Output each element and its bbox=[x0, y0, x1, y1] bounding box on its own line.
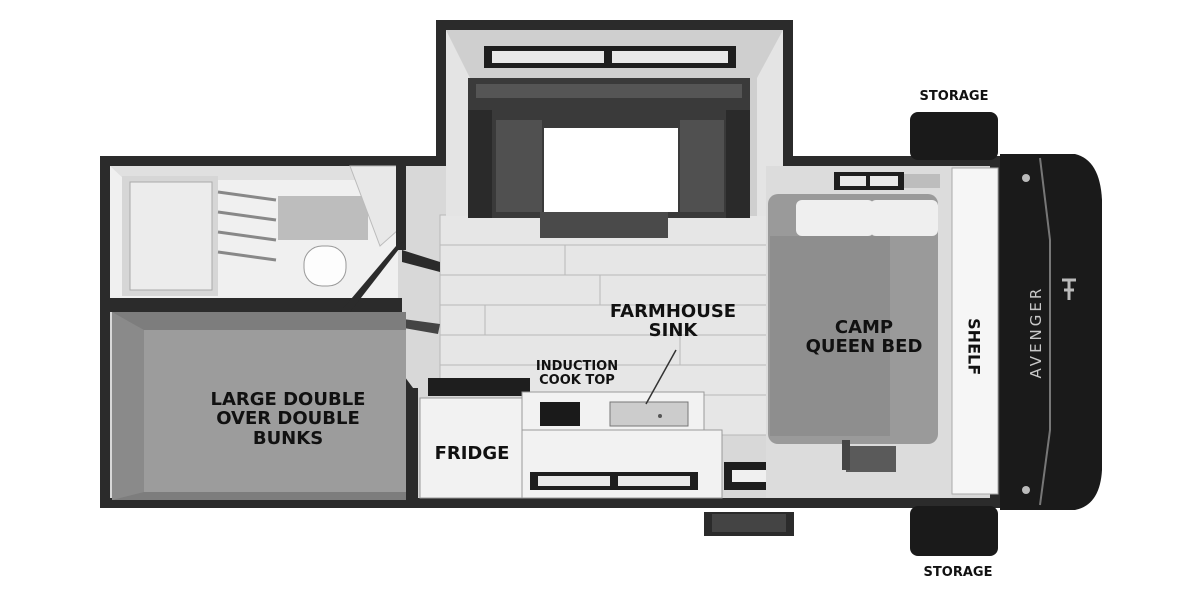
induction-cooktop bbox=[540, 402, 580, 426]
label-induction: INDUCTION COOK TOP bbox=[520, 359, 634, 389]
fridge bbox=[419, 397, 531, 499]
label-camp-queen-bed: CAMP QUEEN BED bbox=[790, 318, 938, 357]
label-bunks: LARGE DOUBLE OVER DOUBLE BUNKS bbox=[188, 389, 388, 449]
shelf bbox=[951, 167, 999, 495]
sofa-seat bbox=[544, 128, 678, 212]
label-fridge: FRIDGE bbox=[434, 443, 510, 464]
pillow bbox=[796, 200, 874, 236]
label-sink-line: SINK bbox=[648, 320, 698, 342]
label-sink-line: FARMHOUSE bbox=[609, 301, 737, 322]
label-bunks-line: BUNKS bbox=[252, 427, 324, 449]
label-induction-line: INDUCTION bbox=[535, 359, 619, 374]
label-bed-line: QUEEN BED bbox=[805, 336, 923, 358]
farmhouse-sink bbox=[609, 401, 689, 427]
shower-shelves bbox=[217, 190, 277, 262]
label-farmhouse-sink: FARMHOUSE SINK bbox=[598, 302, 748, 341]
label-induction-line: COOK TOP bbox=[539, 373, 615, 389]
label-bunks-line: LARGE DOUBLE bbox=[210, 389, 366, 410]
shower bbox=[129, 181, 213, 291]
storage-compartment-bottom bbox=[910, 506, 998, 556]
label-storage-top: STORAGE bbox=[919, 89, 989, 104]
cook-top bbox=[428, 378, 530, 396]
toilet bbox=[303, 245, 347, 287]
front-cap-trim bbox=[1039, 157, 1051, 506]
brand-logo-icon bbox=[1062, 278, 1076, 300]
storage-compartment-top bbox=[910, 112, 998, 160]
label-bunks-line: OVER DOUBLE bbox=[216, 408, 360, 430]
label-shelf: SHELF bbox=[964, 318, 984, 376]
label-storage-bottom: STORAGE bbox=[923, 565, 993, 580]
brand-name: AVENGER bbox=[1026, 285, 1045, 379]
pillow bbox=[870, 200, 938, 236]
label-bed-line: CAMP bbox=[834, 317, 894, 338]
